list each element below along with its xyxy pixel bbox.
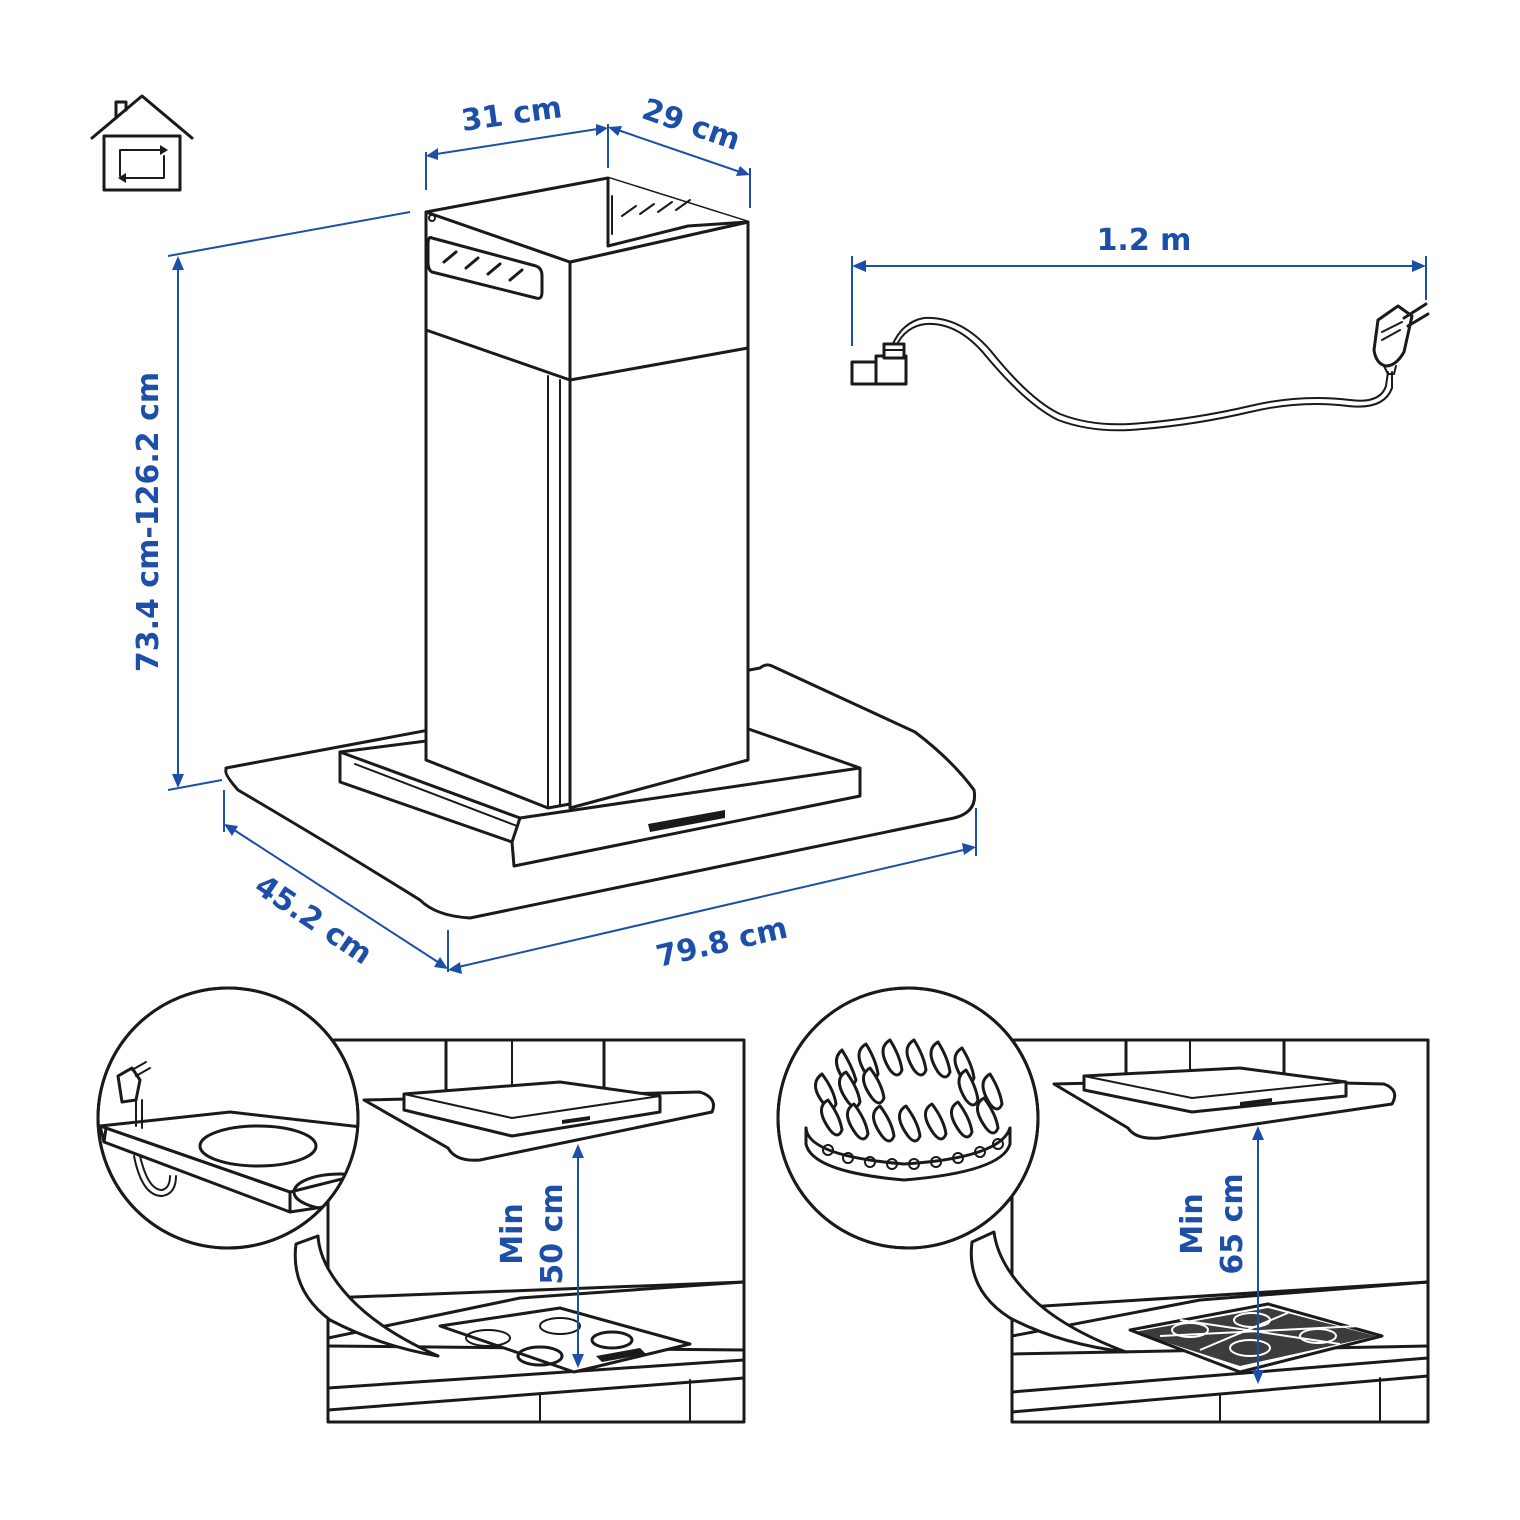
- duct-right-face: [568, 220, 750, 810]
- install-electric-panel: Min 50 cm: [96, 986, 746, 1424]
- power-cord-drawing: [850, 302, 1430, 432]
- cord-length-label: 1.2 m: [1097, 223, 1192, 258]
- electric-min-label: Min: [495, 1203, 530, 1265]
- control-strip: [648, 810, 725, 832]
- hood-depth-label: 45.2 cm: [248, 868, 378, 972]
- dimension-lines: [167, 124, 1427, 974]
- install-gas-panel: Min 65 cm: [776, 986, 1430, 1424]
- hood-width-label: 79.8 cm: [653, 911, 791, 975]
- electric-clearance-label: 50 cm: [535, 1183, 570, 1284]
- gas-min-label: Min: [1175, 1193, 1210, 1255]
- duct-depth-label: 29 cm: [638, 92, 745, 158]
- house-recirculation-icon: [90, 94, 194, 192]
- total-height-label: 73.4 cm-126.2 cm: [131, 372, 166, 672]
- duct-width-label: 31 cm: [459, 90, 564, 139]
- gas-clearance-label: 65 cm: [1215, 1173, 1250, 1274]
- cooker-hood-drawing: [224, 176, 977, 920]
